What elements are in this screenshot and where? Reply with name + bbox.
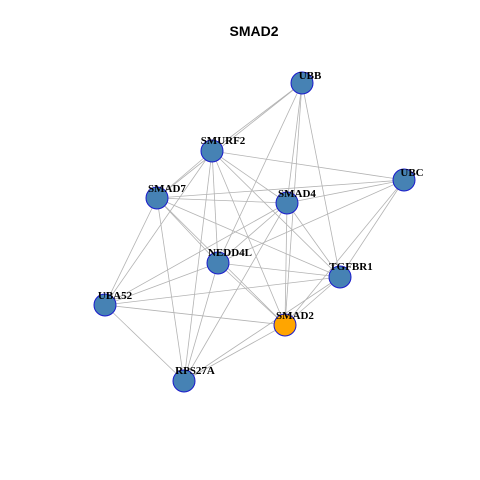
edge-nedd4l-rps27a: [183, 262, 219, 382]
node-label: SMURF2: [201, 135, 246, 147]
node-circle: [392, 168, 416, 192]
edge-smad4-uba52: [104, 202, 288, 306]
node-circle: [206, 251, 230, 275]
edge-smad7-uba52: [104, 197, 158, 306]
edge-ubc-smad7: [156, 179, 405, 199]
node-circle: [290, 71, 314, 95]
edge-ubc-tgfbr1: [339, 179, 405, 278]
node-label: NEDD4L: [208, 247, 252, 259]
node-ubc: UBC: [392, 167, 424, 192]
edge-ubc-smad4: [286, 179, 405, 204]
node-label: UBC: [400, 167, 423, 179]
node-circle: [93, 293, 117, 317]
edge-smurf2-uba52: [104, 150, 213, 306]
node-circle: [273, 313, 297, 337]
edge-smurf2-tgfbr1: [211, 150, 341, 278]
edge-smad4-tgfbr1: [286, 202, 341, 278]
edge-tgfbr1-rps27a: [183, 276, 341, 382]
edge-ubb-nedd4l: [217, 82, 303, 264]
edge-smad4-smad2: [284, 202, 288, 326]
edge-smad2-rps27a: [183, 324, 286, 382]
node-circle: [145, 186, 169, 210]
node-smad7: SMAD7: [145, 183, 186, 210]
edge-ubb-smad4: [286, 82, 303, 204]
node-circle: [328, 265, 352, 289]
node-circle: [200, 139, 224, 163]
edge-smad7-nedd4l: [156, 197, 219, 264]
edge-ubb-smad7: [156, 82, 303, 199]
diagram-title: SMAD2: [229, 23, 278, 39]
node-smad4: SMAD4: [275, 188, 316, 215]
node-circle: [172, 369, 196, 393]
node-label: SMAD2: [276, 310, 314, 322]
edge-smurf2-smad4: [211, 150, 288, 204]
edge-ubc-nedd4l: [217, 179, 405, 264]
edge-nedd4l-tgfbr1: [217, 262, 341, 278]
node-label: RPS27A: [175, 365, 215, 377]
edge-ubc-smad2: [284, 179, 405, 326]
node-label: UBA52: [98, 290, 133, 302]
edge-smad7-tgfbr1: [156, 197, 341, 278]
node-rps27a: RPS27A: [172, 365, 215, 393]
node-ubb: UBB: [290, 70, 322, 95]
edge-nedd4l-smad2: [217, 262, 286, 326]
edge-smad4-nedd4l: [217, 202, 288, 264]
edge-uba52-rps27a: [104, 304, 185, 382]
edge-smad7-smad4: [156, 197, 288, 204]
node-smad2: SMAD2: [273, 310, 314, 337]
edges-layer: [104, 82, 405, 382]
node-nedd4l: NEDD4L: [206, 247, 252, 275]
edge-uba52-smad2: [104, 304, 286, 326]
edge-smurf2-ubc: [211, 150, 405, 181]
edge-smurf2-rps27a: [183, 150, 213, 382]
edge-smurf2-nedd4l: [211, 150, 219, 264]
edge-tgfbr1-uba52: [104, 276, 341, 306]
edge-ubb-smurf2: [211, 82, 303, 152]
edge-smad7-rps27a: [156, 197, 185, 382]
node-uba52: UBA52: [93, 290, 133, 317]
edge-smurf2-smad2: [211, 150, 286, 326]
node-smurf2: SMURF2: [200, 135, 246, 163]
node-label: UBB: [299, 70, 322, 82]
edge-smad4-rps27a: [183, 202, 288, 382]
edge-nedd4l-uba52: [104, 262, 219, 306]
node-tgfbr1: TGFBR1: [328, 261, 373, 289]
node-label: TGFBR1: [329, 261, 372, 273]
node-circle: [275, 191, 299, 215]
node-label: SMAD4: [278, 188, 316, 200]
edge-ubb-tgfbr1: [301, 82, 341, 278]
edge-tgfbr1-smad2: [284, 276, 341, 326]
edge-smurf2-smad7: [156, 150, 213, 199]
node-label: SMAD7: [148, 183, 186, 195]
